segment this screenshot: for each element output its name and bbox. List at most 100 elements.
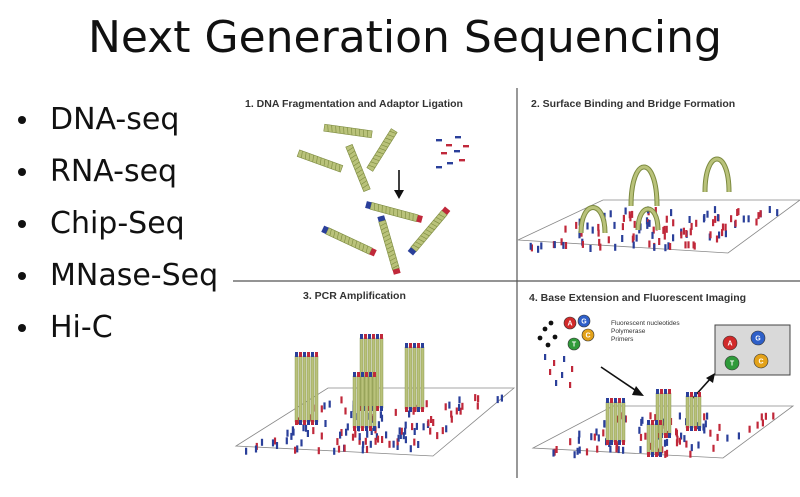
nucleotide-a-letter: A xyxy=(567,321,572,328)
panel-4-arrow-down xyxy=(600,366,644,396)
surface-adaptor xyxy=(476,402,479,410)
surface-adaptor xyxy=(459,407,462,415)
surface-adaptor xyxy=(590,433,593,441)
fragment-stripe xyxy=(408,212,410,220)
surface-adaptor xyxy=(704,420,707,428)
cluster-strand xyxy=(408,346,413,410)
surface-adaptor xyxy=(529,242,532,250)
imaged-nucleotide-c-letter: C xyxy=(758,359,763,366)
fragment-stripe xyxy=(387,249,395,254)
surface-adaptor xyxy=(500,394,503,402)
fragment-stripe xyxy=(390,261,398,265)
surface-adaptor xyxy=(290,432,293,440)
surface-adaptor xyxy=(425,400,428,408)
surface-adaptor xyxy=(736,209,739,216)
surface-adaptor xyxy=(602,429,605,437)
fragment-stripe xyxy=(412,244,420,249)
fragment-stripe xyxy=(329,228,332,236)
adaptor-red xyxy=(392,268,401,275)
adaptor-red xyxy=(441,206,451,215)
surface-adaptor xyxy=(417,441,420,448)
cluster-strand-base xyxy=(357,426,360,431)
surface-adaptor xyxy=(772,412,775,420)
free-adaptor xyxy=(455,136,461,139)
panel-4-imaging-box xyxy=(714,324,791,376)
surface-adaptor xyxy=(436,432,439,440)
surface-adaptor xyxy=(296,445,299,453)
surface-adaptor xyxy=(461,402,464,410)
surface-adaptor xyxy=(690,222,693,230)
bullet-list: DNA-seq RNA-seq Chip-Seq MNase-Seq Hi-C xyxy=(14,98,218,358)
surface-adaptor xyxy=(377,421,380,429)
bullet-item-mnase-seq: MNase-Seq xyxy=(14,254,218,306)
cluster-strand xyxy=(368,375,373,429)
fragment-stripe xyxy=(389,207,391,215)
fragment-stripe xyxy=(417,238,425,243)
fragment-stripe xyxy=(391,264,399,269)
fragment-stripe xyxy=(372,158,380,162)
fragment-stripe xyxy=(360,180,368,185)
cluster-strand-cap xyxy=(380,334,383,339)
surface-adaptor xyxy=(624,207,627,215)
surface-adaptor xyxy=(254,445,258,453)
surface-adaptor xyxy=(675,439,679,447)
surface-adaptor xyxy=(362,441,365,449)
surface-adaptor xyxy=(624,415,627,423)
fragment-stripe xyxy=(359,129,361,137)
cluster-strand-cap xyxy=(656,389,659,394)
surface-adaptor xyxy=(385,431,388,439)
surface-adaptor xyxy=(658,238,661,245)
surface-adaptor xyxy=(328,400,331,408)
surface-adaptor xyxy=(430,416,433,423)
dna-cluster xyxy=(605,398,626,445)
primer-tick xyxy=(561,372,564,378)
surface-adaptor xyxy=(578,231,581,239)
primer-tick xyxy=(553,360,556,366)
fragment-stripe xyxy=(385,241,392,246)
surface-adaptor xyxy=(638,426,641,434)
surface-adaptor xyxy=(680,432,683,440)
nucleotide-c-letter: C xyxy=(585,333,590,340)
cluster-strand-cap xyxy=(647,420,650,425)
fragment-stripe xyxy=(308,153,311,161)
surface-adaptor xyxy=(371,415,374,423)
cluster-strand-base xyxy=(417,407,420,412)
surface-adaptor xyxy=(450,410,453,418)
fragment-stripe xyxy=(362,184,369,189)
cluster-strand-base xyxy=(421,407,424,412)
cluster-strand-base xyxy=(618,440,621,445)
surface-adaptor xyxy=(294,446,297,454)
dna-bridge xyxy=(636,207,660,231)
surface-adaptor xyxy=(597,229,600,237)
free-adaptor xyxy=(463,145,469,148)
surface-adaptor xyxy=(569,438,572,446)
nucleotide-c xyxy=(581,328,595,342)
cluster-strand xyxy=(314,355,319,423)
surface-adaptor xyxy=(577,436,580,444)
surface-adaptor xyxy=(648,240,651,248)
cluster-strand-cap xyxy=(376,334,379,339)
surface-adaptor xyxy=(695,219,698,227)
surface-adaptor xyxy=(458,404,461,411)
surface-adaptor xyxy=(613,221,616,229)
cluster-strand xyxy=(646,423,651,455)
free-adaptor xyxy=(447,162,453,165)
cluster-strand-base xyxy=(307,420,310,425)
dna-fragment xyxy=(323,123,373,139)
fragment-stripe xyxy=(374,154,382,158)
surface-adaptor xyxy=(578,430,581,438)
surface-adaptor xyxy=(422,423,425,431)
dna-fragment xyxy=(407,206,451,256)
nucleotide-a xyxy=(563,316,577,330)
cluster-strand-base xyxy=(694,426,697,431)
surface-adaptor xyxy=(664,244,667,252)
cluster-strand-base xyxy=(622,440,625,445)
cluster-strand-base xyxy=(315,420,318,425)
surface-adaptor xyxy=(317,447,320,455)
surface-adaptor xyxy=(712,444,715,452)
fragment-stripe xyxy=(343,126,345,135)
cluster-strand-cap xyxy=(357,372,360,377)
fragment-stripe xyxy=(365,245,368,253)
cluster-strand xyxy=(605,401,610,443)
legend-primers: Primers xyxy=(611,336,634,343)
